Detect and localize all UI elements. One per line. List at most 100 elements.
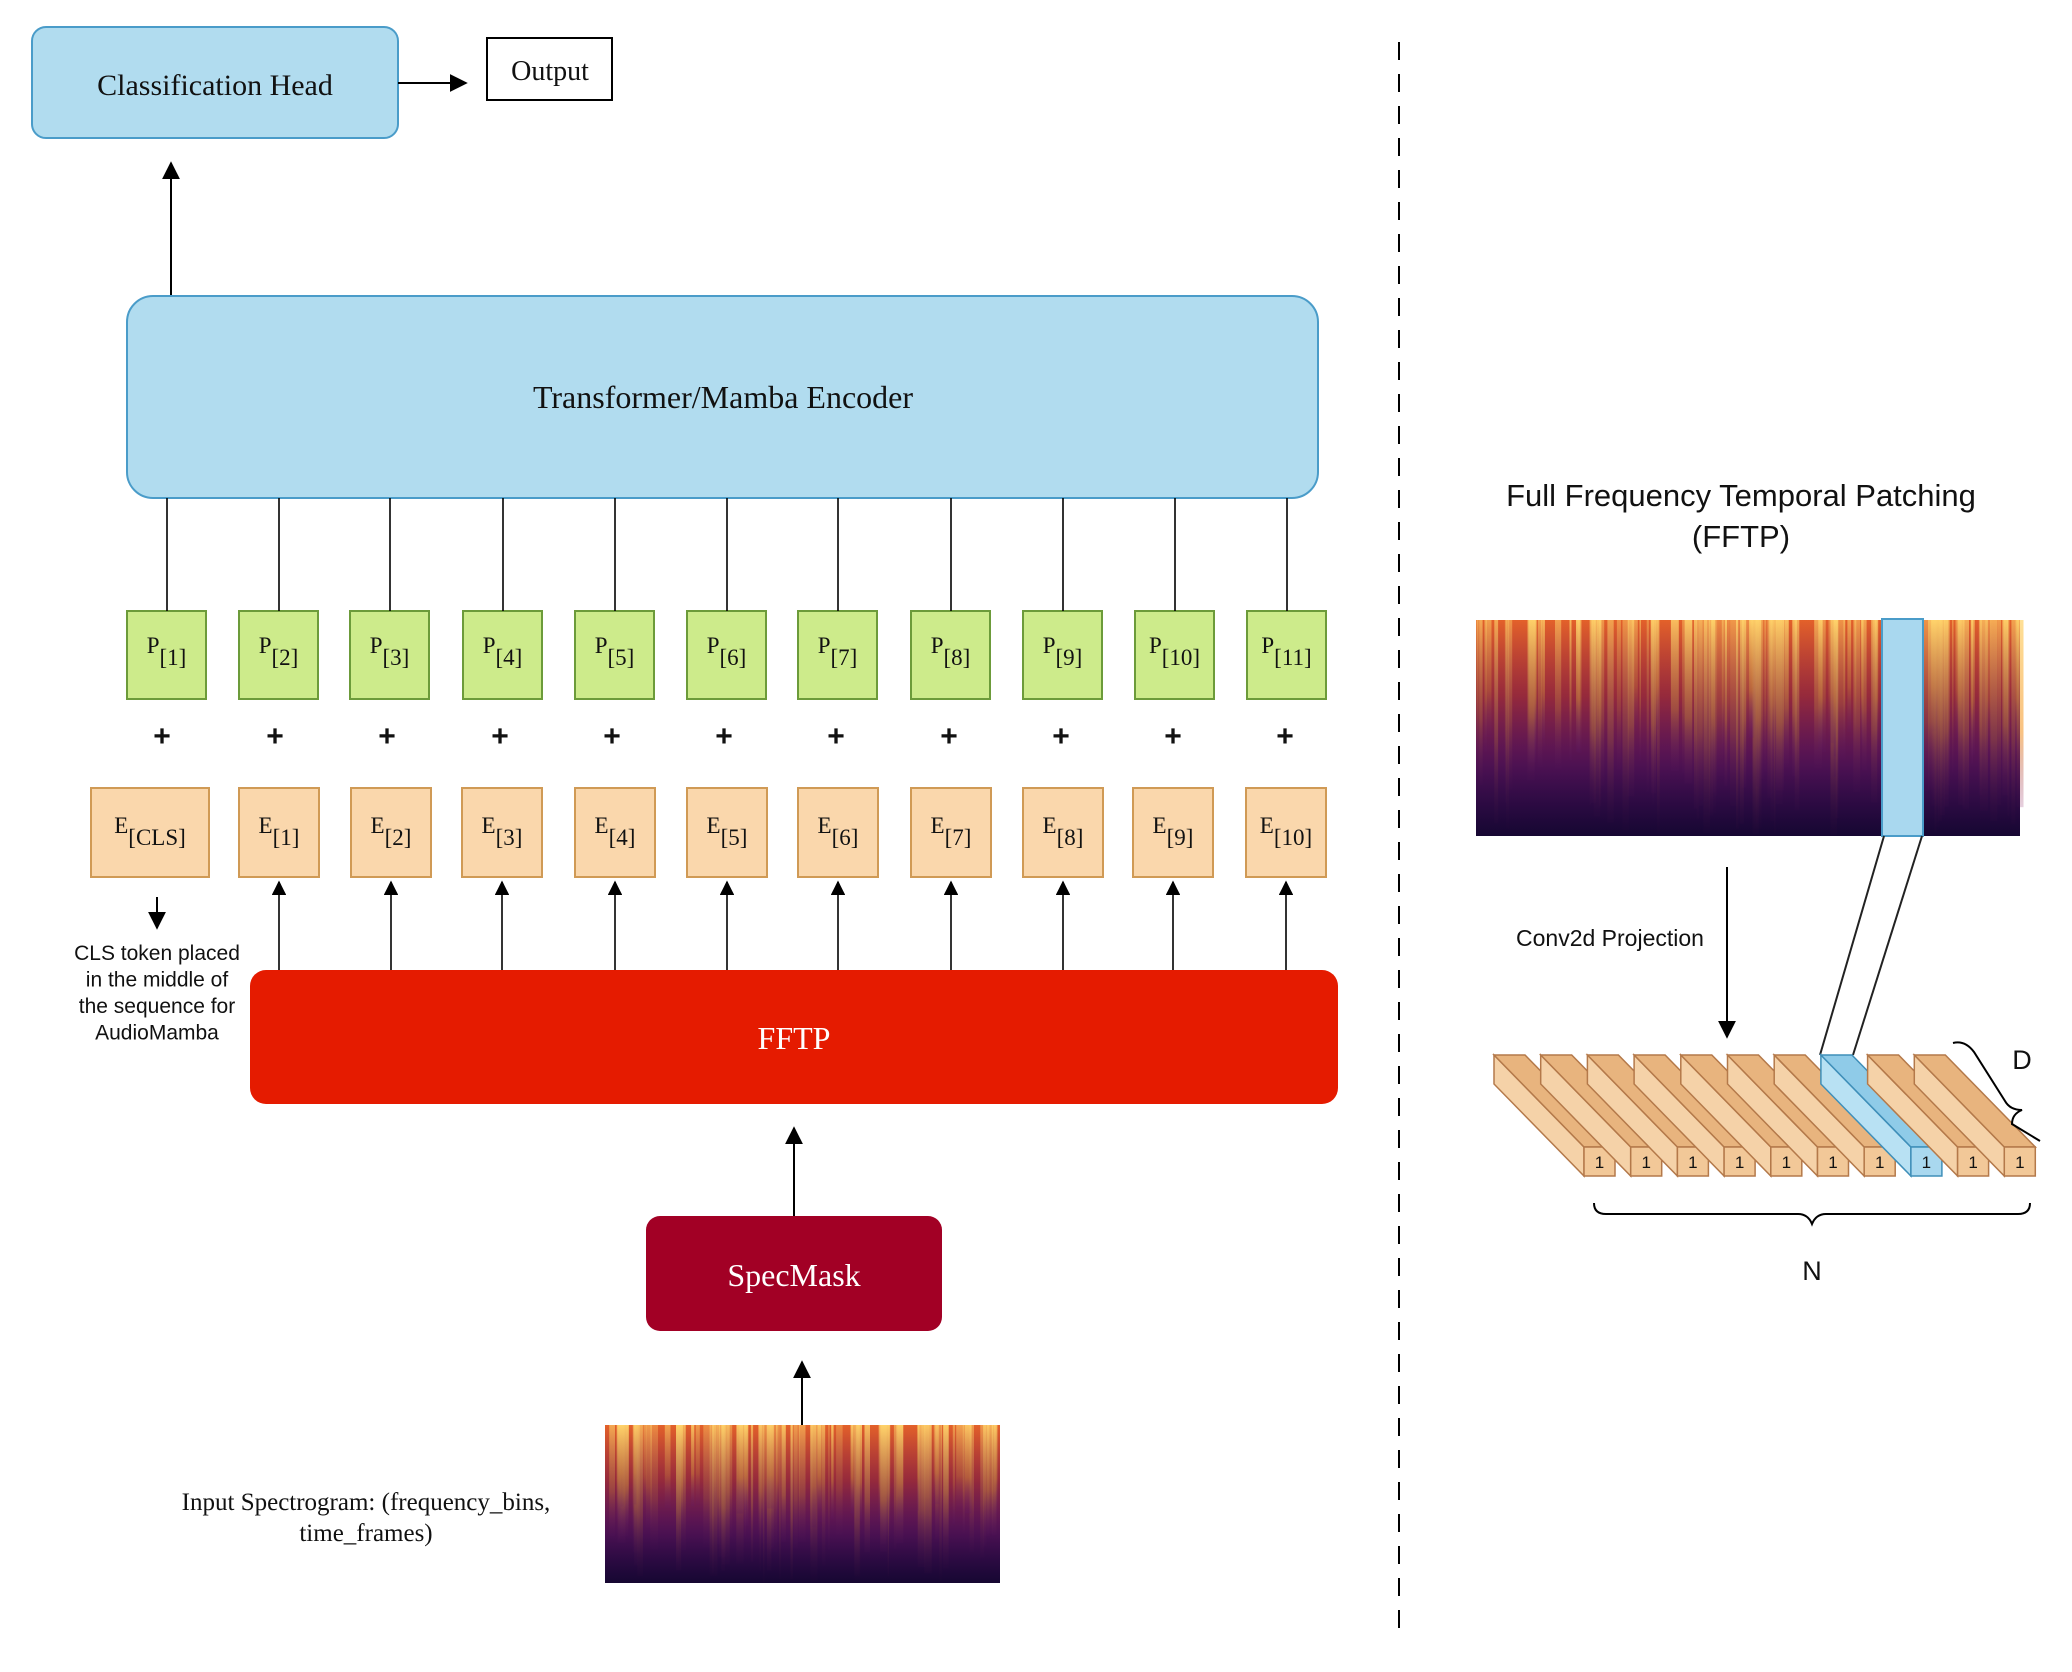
embedding-token-label: E[1]: [259, 813, 300, 850]
plus-symbol: +: [827, 720, 845, 753]
dim-d-brace: [1952, 1041, 2041, 1142]
plus-row: + + + + + + + + + + +: [153, 720, 1294, 753]
patch-embedding-row: 1 1 1 1 1 1 1 1 1 1: [1492, 1053, 2038, 1178]
fftp-block-label: FFTP: [758, 1020, 831, 1056]
patch-label: 1: [2015, 1153, 2024, 1172]
plus-symbol: +: [940, 720, 958, 753]
embedding-token-label: E[9]: [1153, 813, 1194, 850]
position-token: P[6]: [686, 610, 767, 700]
position-token: P[9]: [1022, 610, 1103, 700]
patch-label: 1: [1688, 1153, 1697, 1172]
token-connectors: [166, 498, 1294, 970]
embedding-token-label: E[5]: [707, 813, 748, 850]
dim-n-label: N: [1802, 1256, 1822, 1286]
plus-symbol: +: [1276, 720, 1294, 753]
embedding-token-row: E[CLS] E[1] E[2] E[3] E[4] E[5] E[6] E[7] E[8] E[…: [90, 787, 1327, 878]
patch-label: 1: [1828, 1153, 1837, 1172]
plus-symbol: +: [1052, 720, 1070, 753]
position-token-label: P[8]: [931, 633, 971, 670]
embedding-token-label: E[4]: [595, 813, 636, 850]
position-token-label: P[1]: [147, 633, 187, 670]
position-token-row: P[1] P[2] P[3] P[4] P[5] P[6] P[7] P[8] P[9] P[10…: [126, 610, 1327, 700]
embedding-token-label: E[CLS]: [114, 813, 186, 850]
plus-symbol: +: [491, 720, 509, 753]
classification-head-label: Classification Head: [97, 69, 333, 102]
embedding-token-label: E[2]: [371, 813, 412, 850]
embedding-token: E[3]: [461, 787, 543, 878]
position-token-label: P[7]: [818, 633, 858, 670]
position-token-label: P[3]: [370, 633, 410, 670]
input-label-line2: time_frames): [299, 1520, 432, 1547]
position-token: P[8]: [910, 610, 991, 700]
position-token: P[10]: [1134, 610, 1215, 700]
cls-note-line: the sequence for: [79, 995, 235, 1018]
highlighted-patch-column: [1881, 618, 1924, 837]
embedding-token: E[1]: [238, 787, 320, 878]
specmask-label: SpecMask: [727, 1257, 860, 1293]
input-label-line1: Input Spectrogram: (frequency_bins,: [182, 1489, 551, 1516]
embedding-token: E[7]: [910, 787, 992, 878]
fftp-spectrogram-image: [1476, 618, 2024, 837]
projection-line-right: [1852, 835, 1923, 1056]
patch-label: 1: [1595, 1153, 1604, 1172]
cls-note-line: in the middle of: [86, 969, 229, 992]
position-token: P[1]: [126, 610, 207, 700]
output-label: Output: [511, 56, 589, 87]
position-token: P[7]: [797, 610, 878, 700]
embedding-token-label: E[7]: [931, 813, 972, 850]
patch-label: 1: [1641, 1153, 1650, 1172]
dim-d-label: D: [2012, 1045, 2032, 1075]
embedding-token: E[6]: [797, 787, 879, 878]
position-token: P[4]: [462, 610, 543, 700]
classification-head: Classification Head: [31, 26, 399, 139]
patch-label: 1: [1782, 1153, 1791, 1172]
encoder-label: Transformer/Mamba Encoder: [533, 379, 913, 415]
embedding-token: E[8]: [1022, 787, 1104, 878]
embedding-token: E[5]: [686, 787, 768, 878]
position-token-label: P[6]: [707, 633, 747, 670]
position-token: P[2]: [238, 610, 319, 700]
embedding-token-label: E[8]: [1043, 813, 1084, 850]
embedding-token-label: E[3]: [482, 813, 523, 850]
patch-label: 1: [1875, 1153, 1884, 1172]
position-token: P[5]: [574, 610, 655, 700]
fftp-title-line2: (FFTP): [1692, 519, 1790, 554]
plus-symbol: +: [378, 720, 396, 753]
projection-line-left: [1819, 835, 1885, 1056]
plus-symbol: +: [1164, 720, 1182, 753]
embedding-token: E[CLS]: [90, 787, 210, 878]
embedding-token-label: E[10]: [1260, 813, 1312, 850]
fftp-block: FFTP: [250, 970, 1338, 1104]
position-token-label: P[2]: [259, 633, 299, 670]
plus-symbol: +: [266, 720, 284, 753]
patch-label: 1: [1968, 1153, 1977, 1172]
position-token-label: P[9]: [1043, 633, 1083, 670]
plus-symbol: +: [715, 720, 733, 753]
specmask-block: SpecMask: [646, 1216, 942, 1331]
encoder-block: Transformer/Mamba Encoder: [126, 295, 1319, 499]
dim-n-brace: [1593, 1202, 2031, 1227]
position-token-label: P[5]: [595, 633, 635, 670]
position-token: P[3]: [349, 610, 430, 700]
position-token-label: P[4]: [483, 633, 523, 670]
patch-label: 1: [1922, 1153, 1931, 1172]
cls-note: CLS token placed in the middle of the sequ…: [74, 942, 240, 1045]
cls-note-line: CLS token placed: [74, 942, 240, 965]
conv2d-projection-label: Conv2d Projection: [1516, 925, 1704, 951]
plus-symbol: +: [153, 720, 171, 753]
fftp-title-line1: Full Frequency Temporal Patching: [1506, 478, 1976, 513]
plus-symbol: +: [603, 720, 621, 753]
embedding-token: E[4]: [574, 787, 656, 878]
patch-label: 1: [1735, 1153, 1744, 1172]
cls-note-line: AudioMamba: [95, 1022, 219, 1045]
embedding-token: E[10]: [1245, 787, 1327, 878]
patch-slab: 1: [1912, 1053, 2038, 1178]
output-box: Output: [486, 37, 613, 101]
embedding-token-label: E[6]: [818, 813, 859, 850]
position-token-label: P[11]: [1261, 633, 1311, 670]
embedding-token: E[9]: [1132, 787, 1214, 878]
embedding-token: E[2]: [350, 787, 432, 878]
input-spectrogram-image: [605, 1425, 1000, 1583]
position-token-label: P[10]: [1149, 633, 1200, 670]
